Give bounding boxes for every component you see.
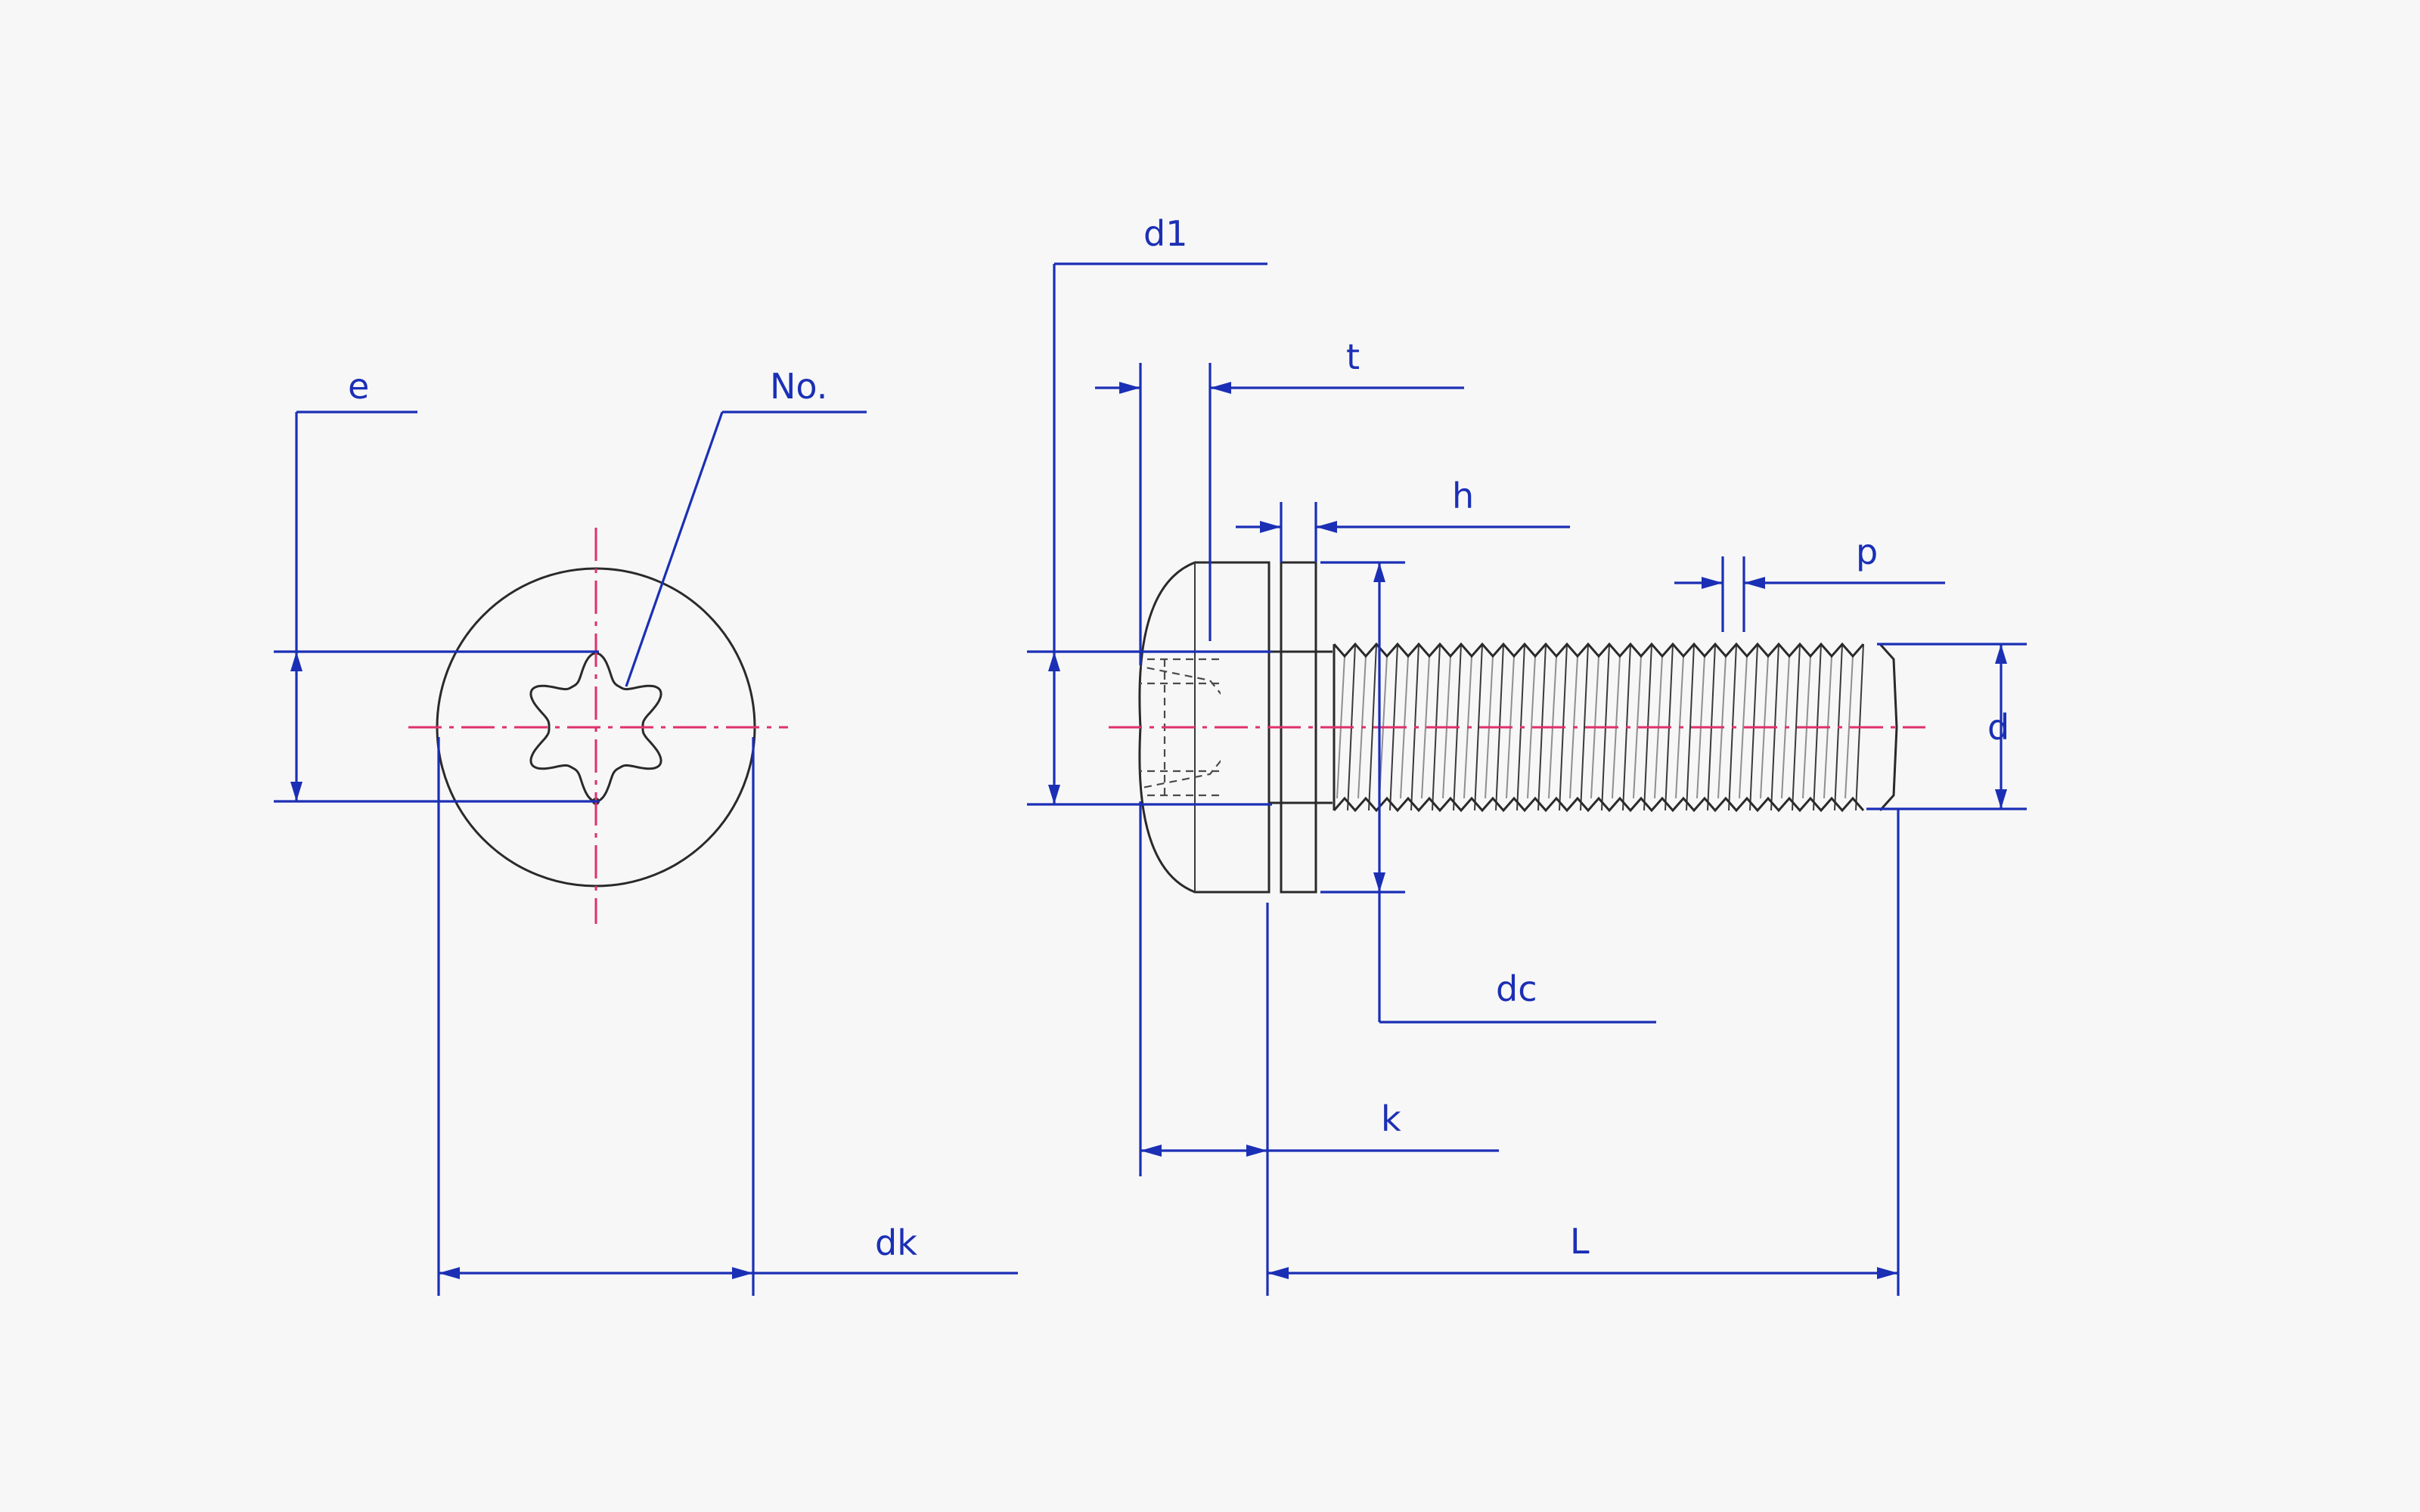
screw-head-outline <box>1138 561 1270 894</box>
thread-bottom-profile <box>1333 796 1865 813</box>
label-dk: dk <box>875 1222 917 1263</box>
dimension-e: e <box>274 366 599 803</box>
label-k: k <box>1381 1098 1401 1139</box>
thread-tip <box>1879 643 1898 812</box>
dimension-p: p <box>1674 531 1945 632</box>
thread-crest-line <box>1474 643 1483 811</box>
label-d: d <box>1987 707 2009 748</box>
label-e: e <box>348 366 369 407</box>
dimension-k: k <box>1139 801 1499 1296</box>
thread-root-line <box>1633 655 1642 799</box>
label-t: t <box>1346 336 1360 377</box>
thread-root-line <box>1844 655 1854 799</box>
side-view <box>1109 561 1925 894</box>
thread-crest-line <box>1792 643 1801 811</box>
thread-root-line <box>1421 655 1430 799</box>
label-d1: d1 <box>1143 213 1187 254</box>
dimension-dk: dk <box>437 737 1018 1296</box>
thread-crest-line <box>1368 643 1377 811</box>
label-no: No. <box>770 366 827 407</box>
label-L: L <box>1570 1221 1590 1262</box>
thread-crest-line <box>1686 643 1695 811</box>
dimension-h: h <box>1236 476 1570 562</box>
front-view <box>408 528 788 924</box>
thread-top-profile <box>1333 642 1865 658</box>
thread-root-line <box>1527 655 1536 799</box>
thread-crest-line <box>1580 643 1589 811</box>
dimension-t: t <box>1095 336 1464 665</box>
label-dc: dc <box>1496 968 1537 1009</box>
dimension-d1: d1 <box>1027 213 1272 806</box>
dimension-dc: dc <box>1320 561 1656 1024</box>
dimension-d: d <box>1866 643 2027 810</box>
label-p: p <box>1856 531 1878 572</box>
dimension-L: L <box>1267 809 1900 1296</box>
leader-no: No. <box>625 366 867 687</box>
thread-root-line <box>1739 655 1748 799</box>
label-h: h <box>1452 476 1474 516</box>
